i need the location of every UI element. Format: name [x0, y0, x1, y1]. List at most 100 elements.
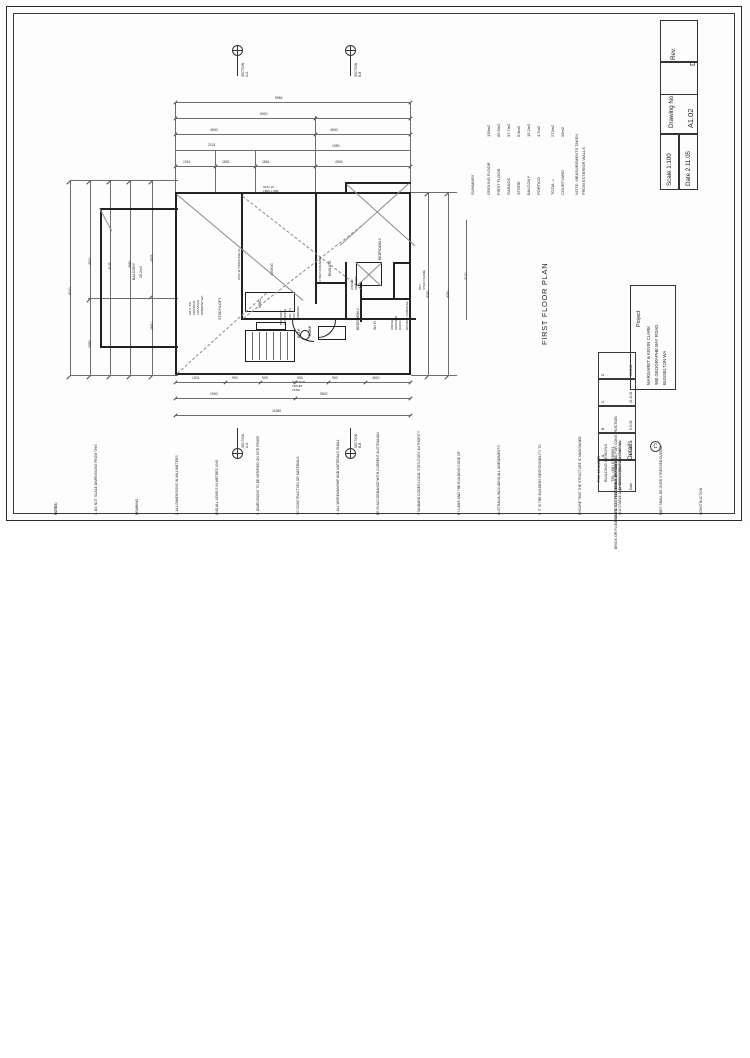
- dimension-line-top: [175, 102, 410, 103]
- section-marker-stem: [237, 56, 238, 76]
- project-heading: Project: [636, 310, 642, 327]
- room-label-balcony-area: 15.2m2: [139, 266, 143, 278]
- details-text: Details: [627, 440, 634, 460]
- section-marker-circle-icon: [232, 448, 243, 459]
- dimension-line-left: [130, 180, 131, 375]
- sheet-border-outer: [6, 6, 742, 521]
- revision-row: [598, 433, 636, 460]
- extension-line: [255, 150, 256, 192]
- summary-row-label: TOTAL =: [550, 179, 555, 195]
- dimension-tick: [106, 375, 111, 380]
- dimension-text: 1861: [262, 160, 270, 164]
- revision-row: [598, 352, 636, 379]
- section-marker-label: SECTION A-A: [241, 433, 249, 448]
- dimension-text: 4500: [88, 257, 92, 265]
- dimension-line-top: [175, 166, 410, 167]
- scale-label: Scale 1:100: [666, 153, 673, 186]
- project-client: MARGARET & KEVIN CLARK: [646, 325, 651, 385]
- project-city: BUSSELTON WA: [662, 350, 667, 385]
- section-marker-stem: [350, 428, 351, 448]
- copyright-icon: C: [650, 441, 661, 452]
- cell-date: [679, 134, 698, 190]
- dimension-tick: [148, 375, 153, 380]
- drawing-no-value: A1.02: [686, 108, 695, 128]
- dimension-text: 9802: [320, 392, 328, 396]
- dimension-line-left: [70, 180, 71, 375]
- room-label-bath: BATH: [297, 328, 301, 338]
- cell-rev: [660, 20, 698, 62]
- plan-annotation: O/H STUD FRAME: [418, 269, 426, 290]
- dimension-tick: [86, 375, 91, 380]
- revision-date: 9.5.06: [629, 420, 633, 430]
- wall-exterior-bottom: [175, 373, 411, 375]
- summary-row-value: 15.2m2: [526, 123, 531, 137]
- room-label-bedroom3: BEDROOM 3: [378, 238, 382, 260]
- dimension-text: 5984: [275, 96, 283, 100]
- designer-name: P.M. LINAKER: [596, 456, 601, 482]
- stairs-outline: [245, 330, 295, 362]
- dimension-line-top: [175, 134, 410, 135]
- room-label-robe: ROBE: [308, 325, 312, 336]
- plan-annotation: 2670 W STACKING SL.: [237, 247, 241, 280]
- revision-row-header: [598, 460, 636, 492]
- wall-interior-living-left: [241, 194, 243, 319]
- dimension-text: 2675: [150, 254, 154, 262]
- dimension-line-left: [90, 180, 91, 375]
- dimension-text: 1001: [192, 376, 200, 380]
- cell-scale: [660, 134, 679, 190]
- dimension-tick: [408, 380, 413, 385]
- wall-interior-niche-side: [393, 262, 395, 298]
- drawing-no-label: Drawing No.: [668, 93, 675, 128]
- dimension-tick: [408, 413, 413, 418]
- plan-annotation: 2/400W OPENING: [350, 275, 358, 290]
- room-label-ensuite: BEDROOM 2: [356, 308, 360, 330]
- wall-balcony-top: [100, 208, 178, 210]
- dimension-tick: [66, 375, 71, 380]
- dimension-line-bottom: [175, 415, 411, 416]
- summary-note-line2: FROM EXTERIOR WALLS: [581, 147, 586, 195]
- wall-interior-robe: [360, 282, 362, 322]
- dimension-tick: [444, 375, 449, 380]
- dimension-text: 4500: [372, 376, 380, 380]
- plan-title-text: FIRST FLOOR PLAN: [540, 262, 549, 345]
- dimension-tick: [126, 375, 131, 380]
- section-marker-circle-icon: [345, 448, 356, 459]
- dimension-text: 900: [232, 376, 238, 380]
- dimension-tick: [424, 375, 429, 380]
- dimension-text: 4135: [108, 262, 112, 270]
- wall-exterior-left: [175, 192, 177, 375]
- dimension-line-right: [466, 220, 467, 320]
- wall-exterior-top: [175, 192, 411, 194]
- plan-annotation: 4 HIGH OPENING: [318, 256, 322, 282]
- stair-tread: [259, 332, 260, 360]
- stair-tread: [266, 332, 267, 360]
- dimension-text: 4500: [330, 128, 338, 132]
- wall-bedroom3-top: [345, 182, 411, 184]
- dimension-text: 4340: [426, 290, 430, 298]
- dimension-text: 900: [332, 376, 338, 380]
- dimension-line-bottom: [175, 398, 411, 399]
- wall-bedroom3-left: [345, 182, 347, 194]
- shower-fixture: [356, 262, 382, 286]
- dimension-text: 2650: [150, 322, 154, 330]
- notes-block: NOTES: 1. DO NOT SCALE DIMENSIONS FROM T…: [18, 431, 703, 1058]
- summary-row-value: 272m2: [550, 124, 555, 137]
- dimension-text: 1852: [222, 160, 230, 164]
- summary-row-label: BALCONY: [526, 175, 531, 195]
- extension-line: [70, 180, 178, 181]
- stair-tread: [280, 332, 281, 360]
- stair-tread: [273, 332, 274, 360]
- dimension-text: 4500: [335, 160, 343, 164]
- wall-interior-bed2: [360, 298, 410, 300]
- wall-balcony-bottom: [100, 346, 178, 348]
- section-marker-label: SECTION A-A: [241, 62, 249, 77]
- wall-balcony-left: [100, 208, 102, 348]
- room-label-studyloft: STUDY/LOFT: [218, 297, 222, 320]
- dimension-text: 4500: [210, 128, 218, 132]
- floor-plan-drawing: SECTION A-A SECTION B-B SECTION A-A SECT…: [60, 30, 520, 480]
- note-line: CONSTRUCTION: [698, 487, 703, 515]
- project-block: Project MARGARET & KEVIN CLARK 950 GEOGR…: [630, 285, 676, 390]
- extension-line: [175, 102, 176, 192]
- project-address: 950 GEOGRAPHE BAY ROAD: [654, 324, 659, 385]
- room-label-wir: W.I.R.: [373, 320, 377, 330]
